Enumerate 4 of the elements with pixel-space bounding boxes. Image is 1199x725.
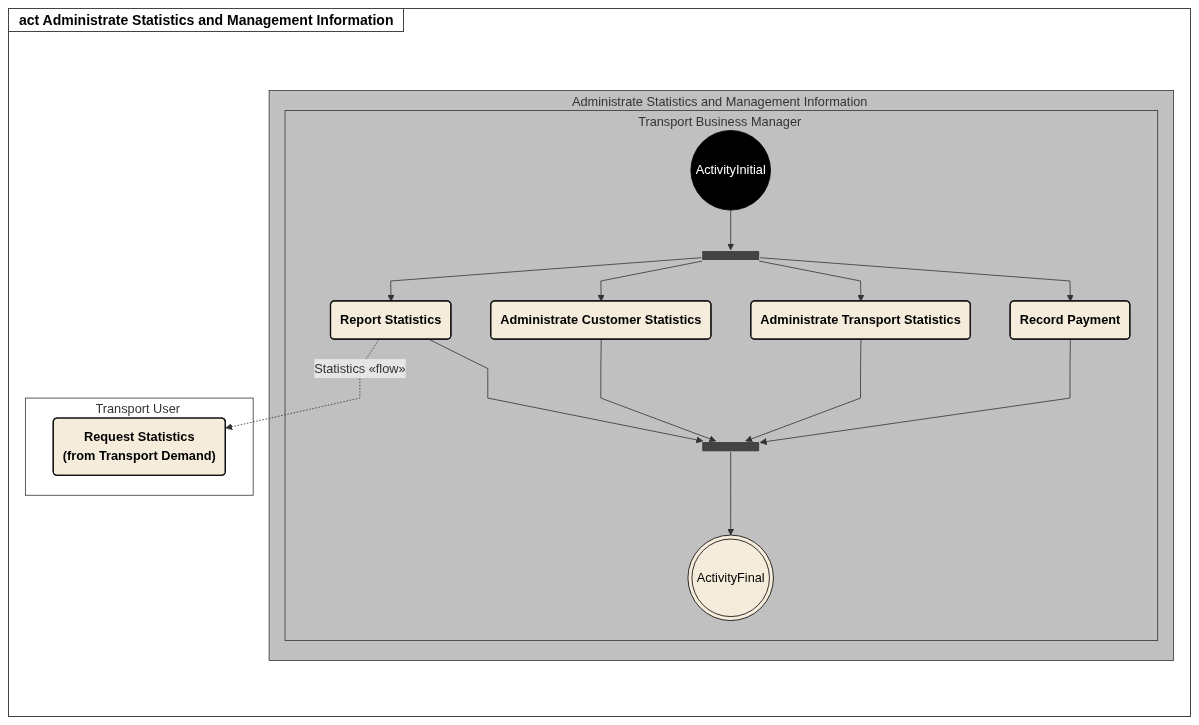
edge-label: Statistics «flow» (314, 361, 406, 375)
node-circle: ActivityInitial (690, 130, 771, 211)
diagram-title: act Administrate Statistics and Management Information (9, 9, 405, 32)
node-circle: ActivityFinal (687, 534, 774, 621)
